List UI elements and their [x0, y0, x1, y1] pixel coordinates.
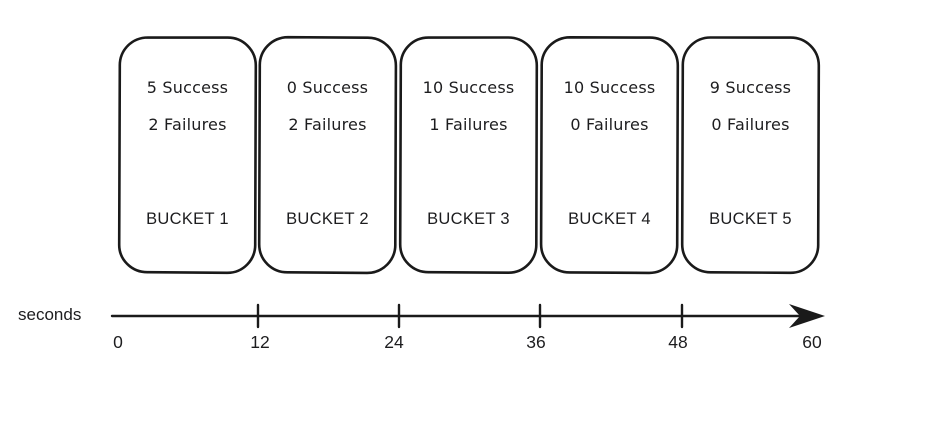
bucket-2-stats: 0 Success 2 Failures: [259, 80, 396, 133]
bucket-5-box[interactable]: [680, 36, 821, 275]
bucket-4-failures-text: 0 Failures: [570, 115, 649, 134]
tick-label-48: 48: [668, 332, 688, 352]
tick-label-24: 24: [384, 332, 404, 352]
bucket-3-label: BUCKET 3: [427, 210, 510, 228]
bucket-1-label: BUCKET 1: [146, 210, 229, 228]
bucket-4-box[interactable]: [539, 36, 680, 275]
bucket-5-failures-text: 0 Failures: [711, 115, 790, 134]
bucket-2-success-text: 0 Success: [286, 78, 369, 97]
bucket-3-stats: 10 Success 1 Failures: [400, 80, 537, 133]
tick-label-60: 60: [802, 332, 822, 352]
bucket-2-box[interactable]: [257, 35, 398, 275]
bucket-5-label: BUCKET 5: [709, 210, 792, 228]
bucket-4-stats: 10 Success 0 Failures: [541, 80, 678, 133]
tick-label-36: 36: [526, 332, 546, 352]
bucket-4-label: BUCKET 4: [568, 210, 651, 228]
bucket-2-label: BUCKET 2: [286, 210, 369, 228]
bucket-1-success-text: 5 Success: [146, 78, 229, 97]
bucket-3-success-text: 10 Success: [422, 78, 515, 97]
bucket-2-failures-text: 2 Failures: [288, 115, 367, 134]
bucket-5-stats: 9 Success 0 Failures: [682, 80, 819, 133]
bucket-4-success-text: 10 Success: [563, 78, 656, 97]
bucket-3-failures-text: 1 Failures: [429, 115, 508, 134]
bucket-1-stats: 5 Success 2 Failures: [119, 80, 256, 133]
bucket-5-success-text: 9 Success: [709, 78, 792, 97]
axis-caption-seconds: seconds: [18, 305, 82, 324]
tick-label-12: 12: [250, 332, 270, 352]
tick-label-0: 0: [113, 332, 123, 352]
bucket-1-box[interactable]: [117, 36, 258, 275]
bucket-1-failures-text: 2 Failures: [148, 115, 227, 134]
bucket-3-box[interactable]: [398, 36, 539, 275]
